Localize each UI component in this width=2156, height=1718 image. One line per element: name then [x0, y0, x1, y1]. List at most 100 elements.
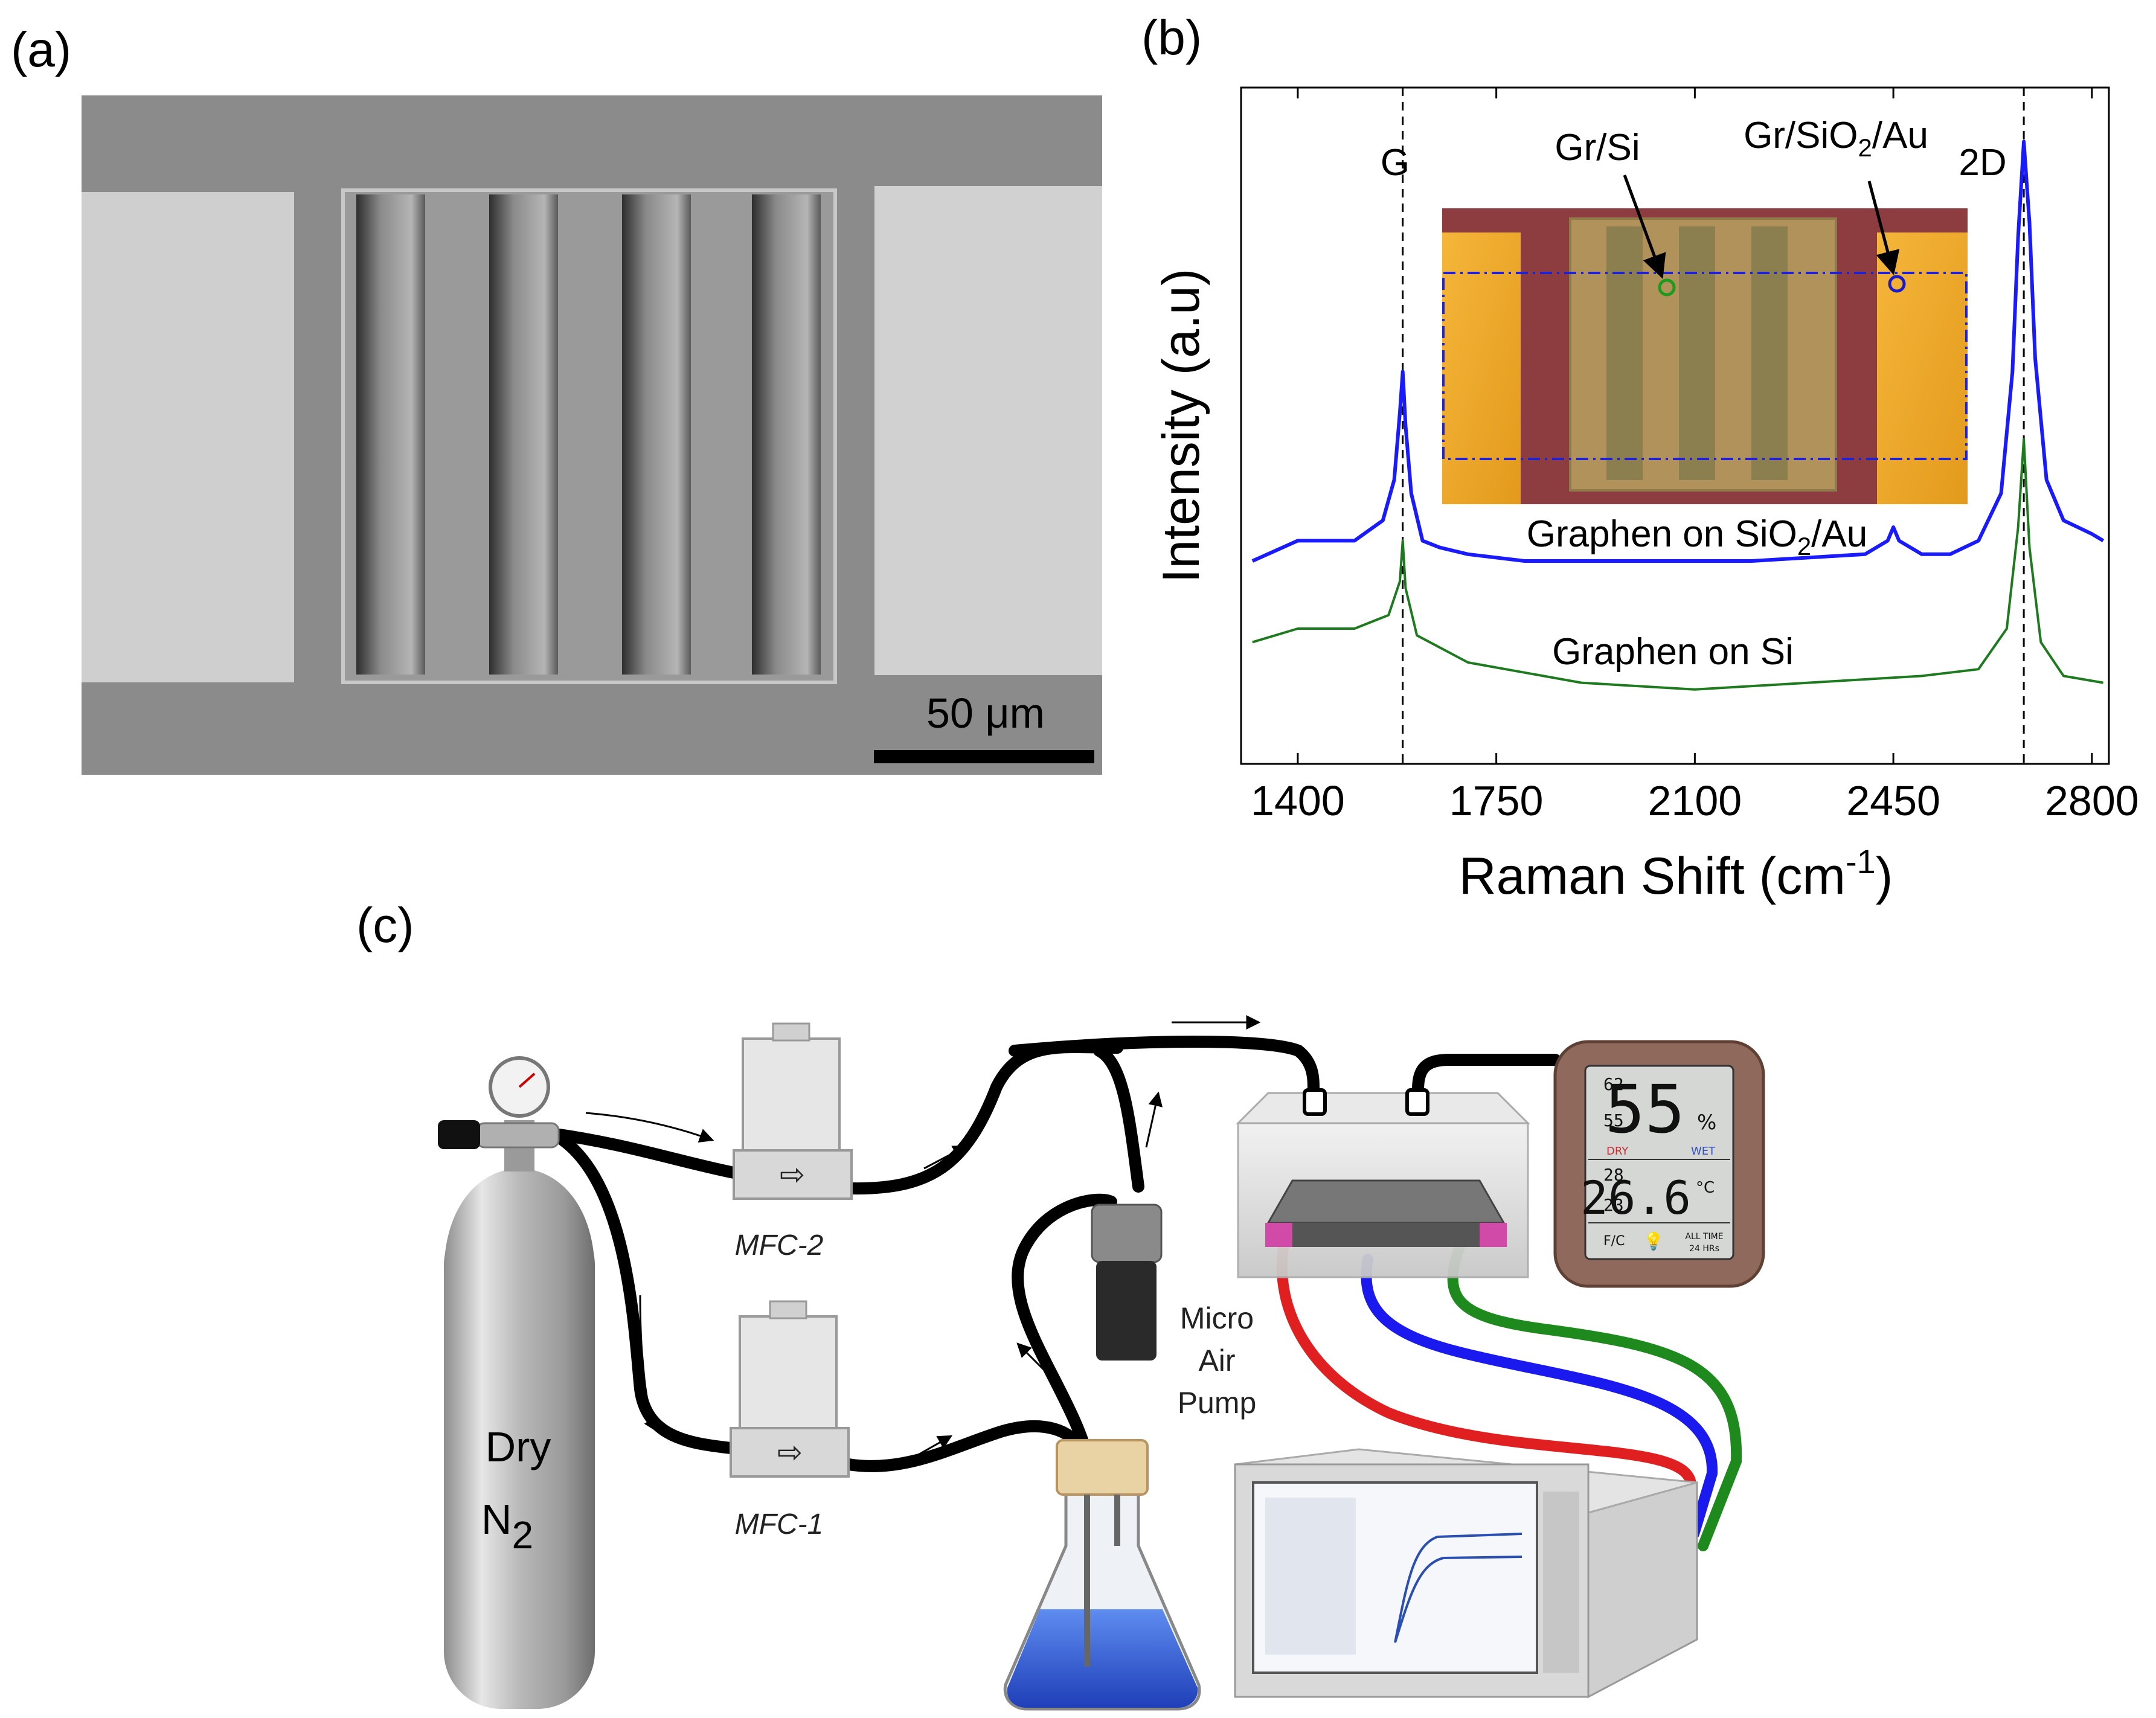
- sensor-pad-right: [1480, 1223, 1507, 1247]
- all-time-label: ALL TIME: [1685, 1232, 1723, 1242]
- cables: [1276, 1229, 1742, 1551]
- hygrometer: 55 % 62 55 DRY WET 26.6 °C 28 23 F/C 💡 A…: [1553, 1040, 1765, 1288]
- scale-bar-label: 50 μm: [926, 690, 1045, 737]
- flask-cork: [1056, 1439, 1149, 1496]
- mfc1-top: [769, 1300, 807, 1319]
- sem-trench: [752, 194, 821, 675]
- sem-trench: [622, 194, 691, 675]
- smu-screen-panel: [1265, 1498, 1356, 1655]
- mfc2-top: [772, 1022, 810, 1042]
- flow-arrow: [1145, 1091, 1163, 1148]
- mfc1-device: ⇨ MFC-1: [730, 1300, 850, 1540]
- series1-label-pre: Graphen on SiO: [1527, 513, 1797, 555]
- x-axis-title-end: ): [1876, 847, 1893, 905]
- gr-sio2-au-arrow: [1867, 181, 1900, 275]
- chamber-port: [1303, 1088, 1327, 1116]
- gr-sio2-au-label: Gr/SiO2/Au: [1744, 115, 1928, 162]
- wet-label: WET: [1691, 1145, 1716, 1158]
- flow-arrows: [585, 1015, 1261, 1460]
- series1-label-sub: 2: [1797, 532, 1811, 560]
- 24hrs-label: 24 HRs: [1689, 1244, 1719, 1254]
- mfc2-body: [742, 1037, 841, 1152]
- temperature-value: 26.6: [1580, 1171, 1691, 1225]
- source-measure-unit: [1234, 1448, 1698, 1699]
- sem-image: 50 μm: [82, 95, 1102, 775]
- panel-a-label: (a): [11, 22, 71, 77]
- smu-curve: [1394, 1533, 1522, 1643]
- gauge-needle: [518, 1072, 536, 1088]
- mfc1-base: [730, 1427, 850, 1478]
- pump-label-line3: Pump: [1178, 1386, 1257, 1420]
- gr-si-arrow: [1623, 175, 1666, 279]
- gr-sio2-au-label-sub: 2: [1858, 133, 1872, 162]
- chamber-port: [1405, 1088, 1429, 1116]
- cylinder-body: [444, 1208, 595, 1709]
- cylinder-label-n: N: [481, 1496, 512, 1543]
- y-axis-title: Intensity (a.u): [1152, 269, 1210, 583]
- cylinder-label-line2: N2: [481, 1496, 533, 1557]
- sensor-pad-left: [1265, 1223, 1292, 1247]
- tubing: [550, 1036, 1561, 1473]
- gr-si-label: Gr/Si: [1554, 127, 1640, 168]
- mfc1-body: [739, 1315, 838, 1429]
- tube-chamber-to-hygrometer: [1412, 1054, 1561, 1096]
- optical-inset: [1442, 208, 1968, 504]
- gr-sio2-au-label-pre: Gr/SiO: [1744, 115, 1858, 156]
- x-tick-label: 2800: [2045, 777, 2139, 824]
- x-tick-label: 2100: [1648, 777, 1742, 824]
- humidity-high: 62: [1603, 1074, 1624, 1094]
- cable-blue: [1361, 1254, 1718, 1539]
- sem-electrode-right: [874, 186, 1102, 675]
- inset-scan-box: [1442, 272, 1968, 460]
- dry-label: DRY: [1606, 1145, 1629, 1158]
- flask-liquid: [1007, 1609, 1198, 1708]
- inset-trench: [1679, 226, 1715, 480]
- 2d-peak-label: 2D: [1959, 142, 2006, 184]
- series2-label: Graphen on Si: [1552, 631, 1794, 673]
- cylinder-valve-body: [476, 1122, 560, 1149]
- cylinder-label-line1: Dry: [486, 1423, 551, 1470]
- temperature-unit: °C: [1696, 1179, 1715, 1197]
- sem-trench: [489, 194, 558, 675]
- pump-label-line2: Air: [1198, 1344, 1235, 1377]
- mfc1-flow-arrow-icon: ⇨: [777, 1435, 803, 1469]
- light-bulb-icon: 💡: [1643, 1231, 1664, 1251]
- inset-trench: [1606, 226, 1643, 480]
- pump-head: [1091, 1204, 1163, 1263]
- peak-line-group: [1402, 88, 2025, 764]
- series-line-si: [1252, 438, 2103, 691]
- erlenmeyer-flask: [1003, 1439, 1201, 1711]
- x-tick-label: 1750: [1449, 777, 1544, 824]
- x-axis-title-sup: -1: [1846, 842, 1876, 880]
- x-axis-title: Raman Shift (cm-1): [1459, 842, 1893, 905]
- gr-sio2-au-label-post: /Au: [1872, 115, 1928, 156]
- gr-si-spot-marker: [1658, 278, 1676, 296]
- pump-label-line1: Micro: [1180, 1301, 1254, 1335]
- chamber-top: [1236, 1092, 1530, 1124]
- series-line-sio2-au: [1251, 139, 2105, 563]
- series-group: [1251, 139, 2105, 691]
- sensor-base: [1292, 1223, 1480, 1247]
- test-chamber: [1236, 1088, 1530, 1278]
- smu-button-column: [1543, 1492, 1579, 1673]
- mfc2-flow-arrow-icon: ⇨: [780, 1158, 805, 1191]
- cylinder-valve-knob: [438, 1120, 480, 1149]
- n2-cylinder: Dry N2: [438, 1056, 595, 1709]
- series1-label-post: /Au: [1811, 513, 1867, 555]
- tube-mfc2-to-junction: [845, 1040, 1123, 1195]
- sensor-chip: [1266, 1179, 1506, 1224]
- mfc1-label: MFC-1: [735, 1508, 824, 1540]
- mfc2-base: [733, 1149, 853, 1200]
- tube-cylinder-to-mfc1: [550, 1129, 737, 1454]
- pump-motor: [1096, 1261, 1157, 1361]
- series1-label: Graphen on SiO2/Au: [1527, 513, 1867, 560]
- inset-trench: [1751, 226, 1788, 480]
- cable-red: [1276, 1242, 1697, 1527]
- scale-bar: [874, 750, 1094, 763]
- temperature-low: 23: [1603, 1195, 1624, 1215]
- tube-flask-to-pump: [1012, 1193, 1117, 1473]
- tube-pump-to-junction: [1093, 1045, 1144, 1193]
- micro-air-pump: Micro Air Pump: [1091, 1204, 1257, 1420]
